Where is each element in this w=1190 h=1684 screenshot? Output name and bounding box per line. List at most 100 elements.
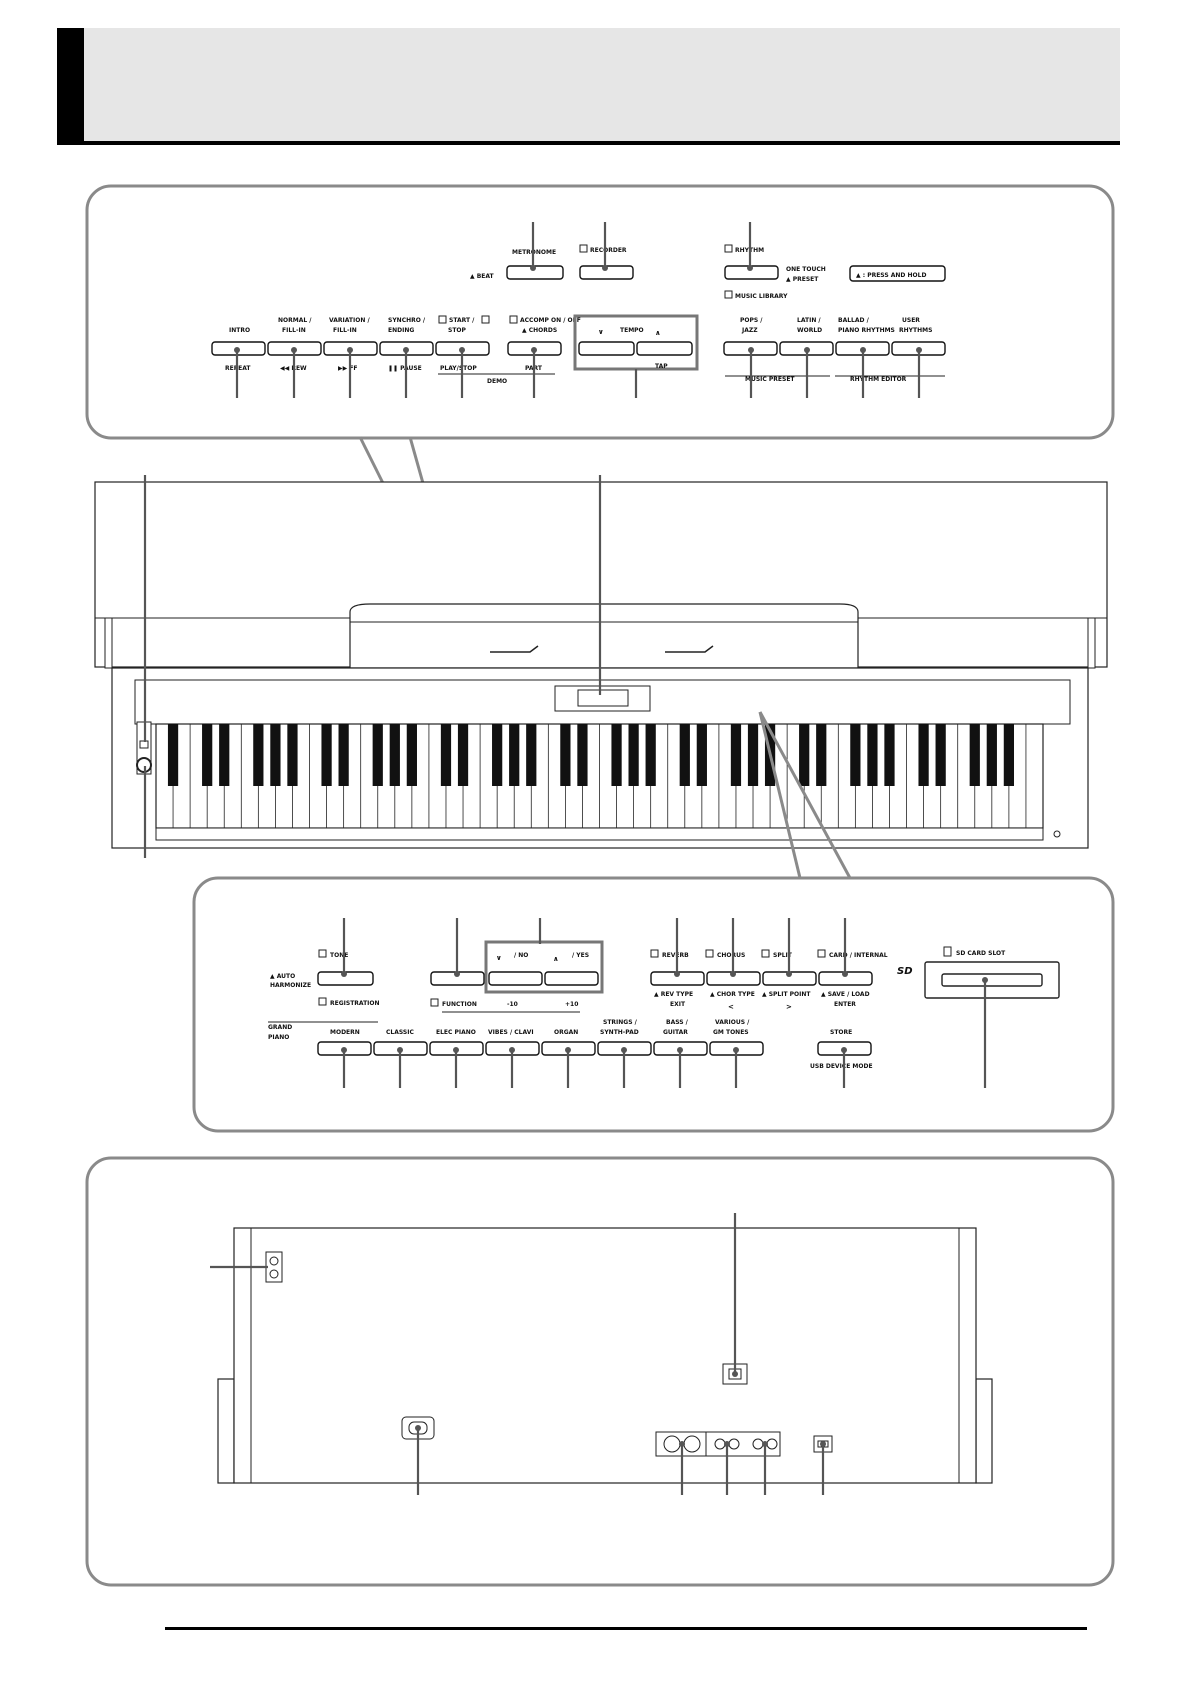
auto-label: ▲ AUTO [270,973,295,980]
rear-panel-leader-lines [210,1213,826,1495]
top-panel-leader-lines [234,222,922,398]
one-touch-label: ONE TOUCH [786,266,826,273]
black-key[interactable] [526,724,537,786]
black-key[interactable] [918,724,929,786]
tone-control-panel-callout: TONE ▲ AUTO HARMONIZE REGISTRATION FUNCT… [192,711,1115,1133]
tempo-down-button[interactable] [578,341,635,356]
digital-piano-illustration [94,475,1108,858]
black-key[interactable] [338,724,349,786]
start-label-2: STOP [448,327,467,334]
black-key[interactable] [679,724,690,786]
black-key[interactable] [457,724,469,786]
black-key[interactable] [696,724,707,786]
press-hold-label: ▲ : PRESS AND HOLD [856,272,926,279]
synchro-label-2: ENDING [388,327,414,334]
black-key[interactable] [850,724,861,786]
black-key[interactable] [816,724,827,786]
black-key[interactable] [611,724,622,786]
power-button[interactable] [139,740,149,749]
reverb-label: REVERB [662,952,689,959]
various-label-1: VARIOUS / [715,1019,750,1026]
chords-label: ▲ CHORDS [522,327,557,334]
registration-indicator-icon [318,997,327,1006]
pops-label-2: JAZZ [741,327,758,334]
black-key[interactable] [202,724,213,786]
organ-label: ORGAN [554,1029,578,1036]
grand-piano-label-2: PIANO [268,1034,289,1041]
rear-panel-callout [85,1156,1115,1587]
accomp-indicator-icon [509,315,518,324]
pops-label-1: POPS / [740,317,763,324]
sd-card-slot[interactable] [941,973,1043,987]
play-stop-label: PLAY/STOP [440,365,477,372]
registration-label: REGISTRATION [330,1000,380,1007]
rew-text: REW [291,365,307,372]
normal-label-1: NORMAL / [278,317,312,324]
tap-label: TAP [655,363,668,370]
pause-label: ❚❚ PAUSE [388,365,422,372]
variation-label-2: FILL-IN [333,327,357,334]
black-key[interactable] [628,724,639,786]
black-key[interactable] [321,724,332,786]
intro-label: INTRO [229,327,250,334]
beat-text: BEAT [477,273,495,280]
black-key[interactable] [560,724,571,786]
black-key[interactable] [406,724,417,786]
black-key[interactable] [389,724,400,786]
black-key[interactable] [372,724,383,786]
bass-label-2: GUITAR [663,1029,688,1036]
vibes-clavi-label: VIBES / CLAVI [488,1029,534,1036]
tempo-up-button[interactable] [636,341,693,356]
save-load-label: ▲ SAVE / LOAD [821,991,870,998]
split-label: SPLIT [773,952,793,959]
store-label: STORE [830,1029,852,1036]
recorder-indicator-icon [579,244,588,253]
grand-piano-label-1: GRAND [268,1024,292,1031]
black-key[interactable] [884,724,895,786]
elec-piano-label: ELEC PIANO [436,1029,476,1036]
start-indicator-icon [438,315,447,324]
black-key[interactable] [577,724,588,786]
yes-no-group-frame [484,940,604,994]
latin-label-2: WORLD [797,327,822,334]
tempo-up-icon: ∧ [655,329,661,337]
no-button[interactable] [488,971,543,986]
recorder-label: RECORDER [590,247,627,254]
rhythm-editor-label: RHYTHM EDITOR [850,376,907,383]
black-key[interactable] [935,724,946,786]
rev-type-label: ▲ REV TYPE [654,991,693,998]
black-key[interactable] [747,724,759,786]
exit-label: EXIT [670,1001,686,1008]
greater-than-label: > [786,1003,792,1011]
black-key[interactable] [645,724,656,786]
demo-label: DEMO [487,378,507,385]
enter-label: ENTER [834,1001,856,1008]
black-key[interactable] [287,724,298,786]
tone-label: TONE [330,952,348,959]
reverb-indicator-icon [650,949,659,958]
no-down-icon: ∨ [496,954,502,962]
repeat-label: REPEAT [225,365,251,372]
chorus-label: CHORUS [717,952,745,959]
section-header [57,28,1120,145]
rev-type-text: REV TYPE [661,991,693,998]
start-label-1: START / [449,317,475,324]
black-key[interactable] [986,724,997,786]
yes-button[interactable] [544,971,599,986]
black-key[interactable] [270,724,281,786]
black-key[interactable] [492,724,503,786]
user-rhythms-label-2: RHYTHMS [899,327,932,334]
black-key[interactable] [219,724,230,786]
black-key[interactable] [440,724,452,786]
card-indicator-icon [817,949,826,958]
less-than-label: < [728,1003,734,1011]
tempo-down-icon: ∨ [598,328,604,336]
black-key[interactable] [867,724,878,786]
black-key[interactable] [730,724,742,786]
black-key[interactable] [969,724,980,786]
black-key[interactable] [167,724,179,786]
black-key[interactable] [1003,724,1015,786]
black-key[interactable] [799,724,810,786]
black-key[interactable] [509,724,520,786]
black-key[interactable] [253,724,264,786]
